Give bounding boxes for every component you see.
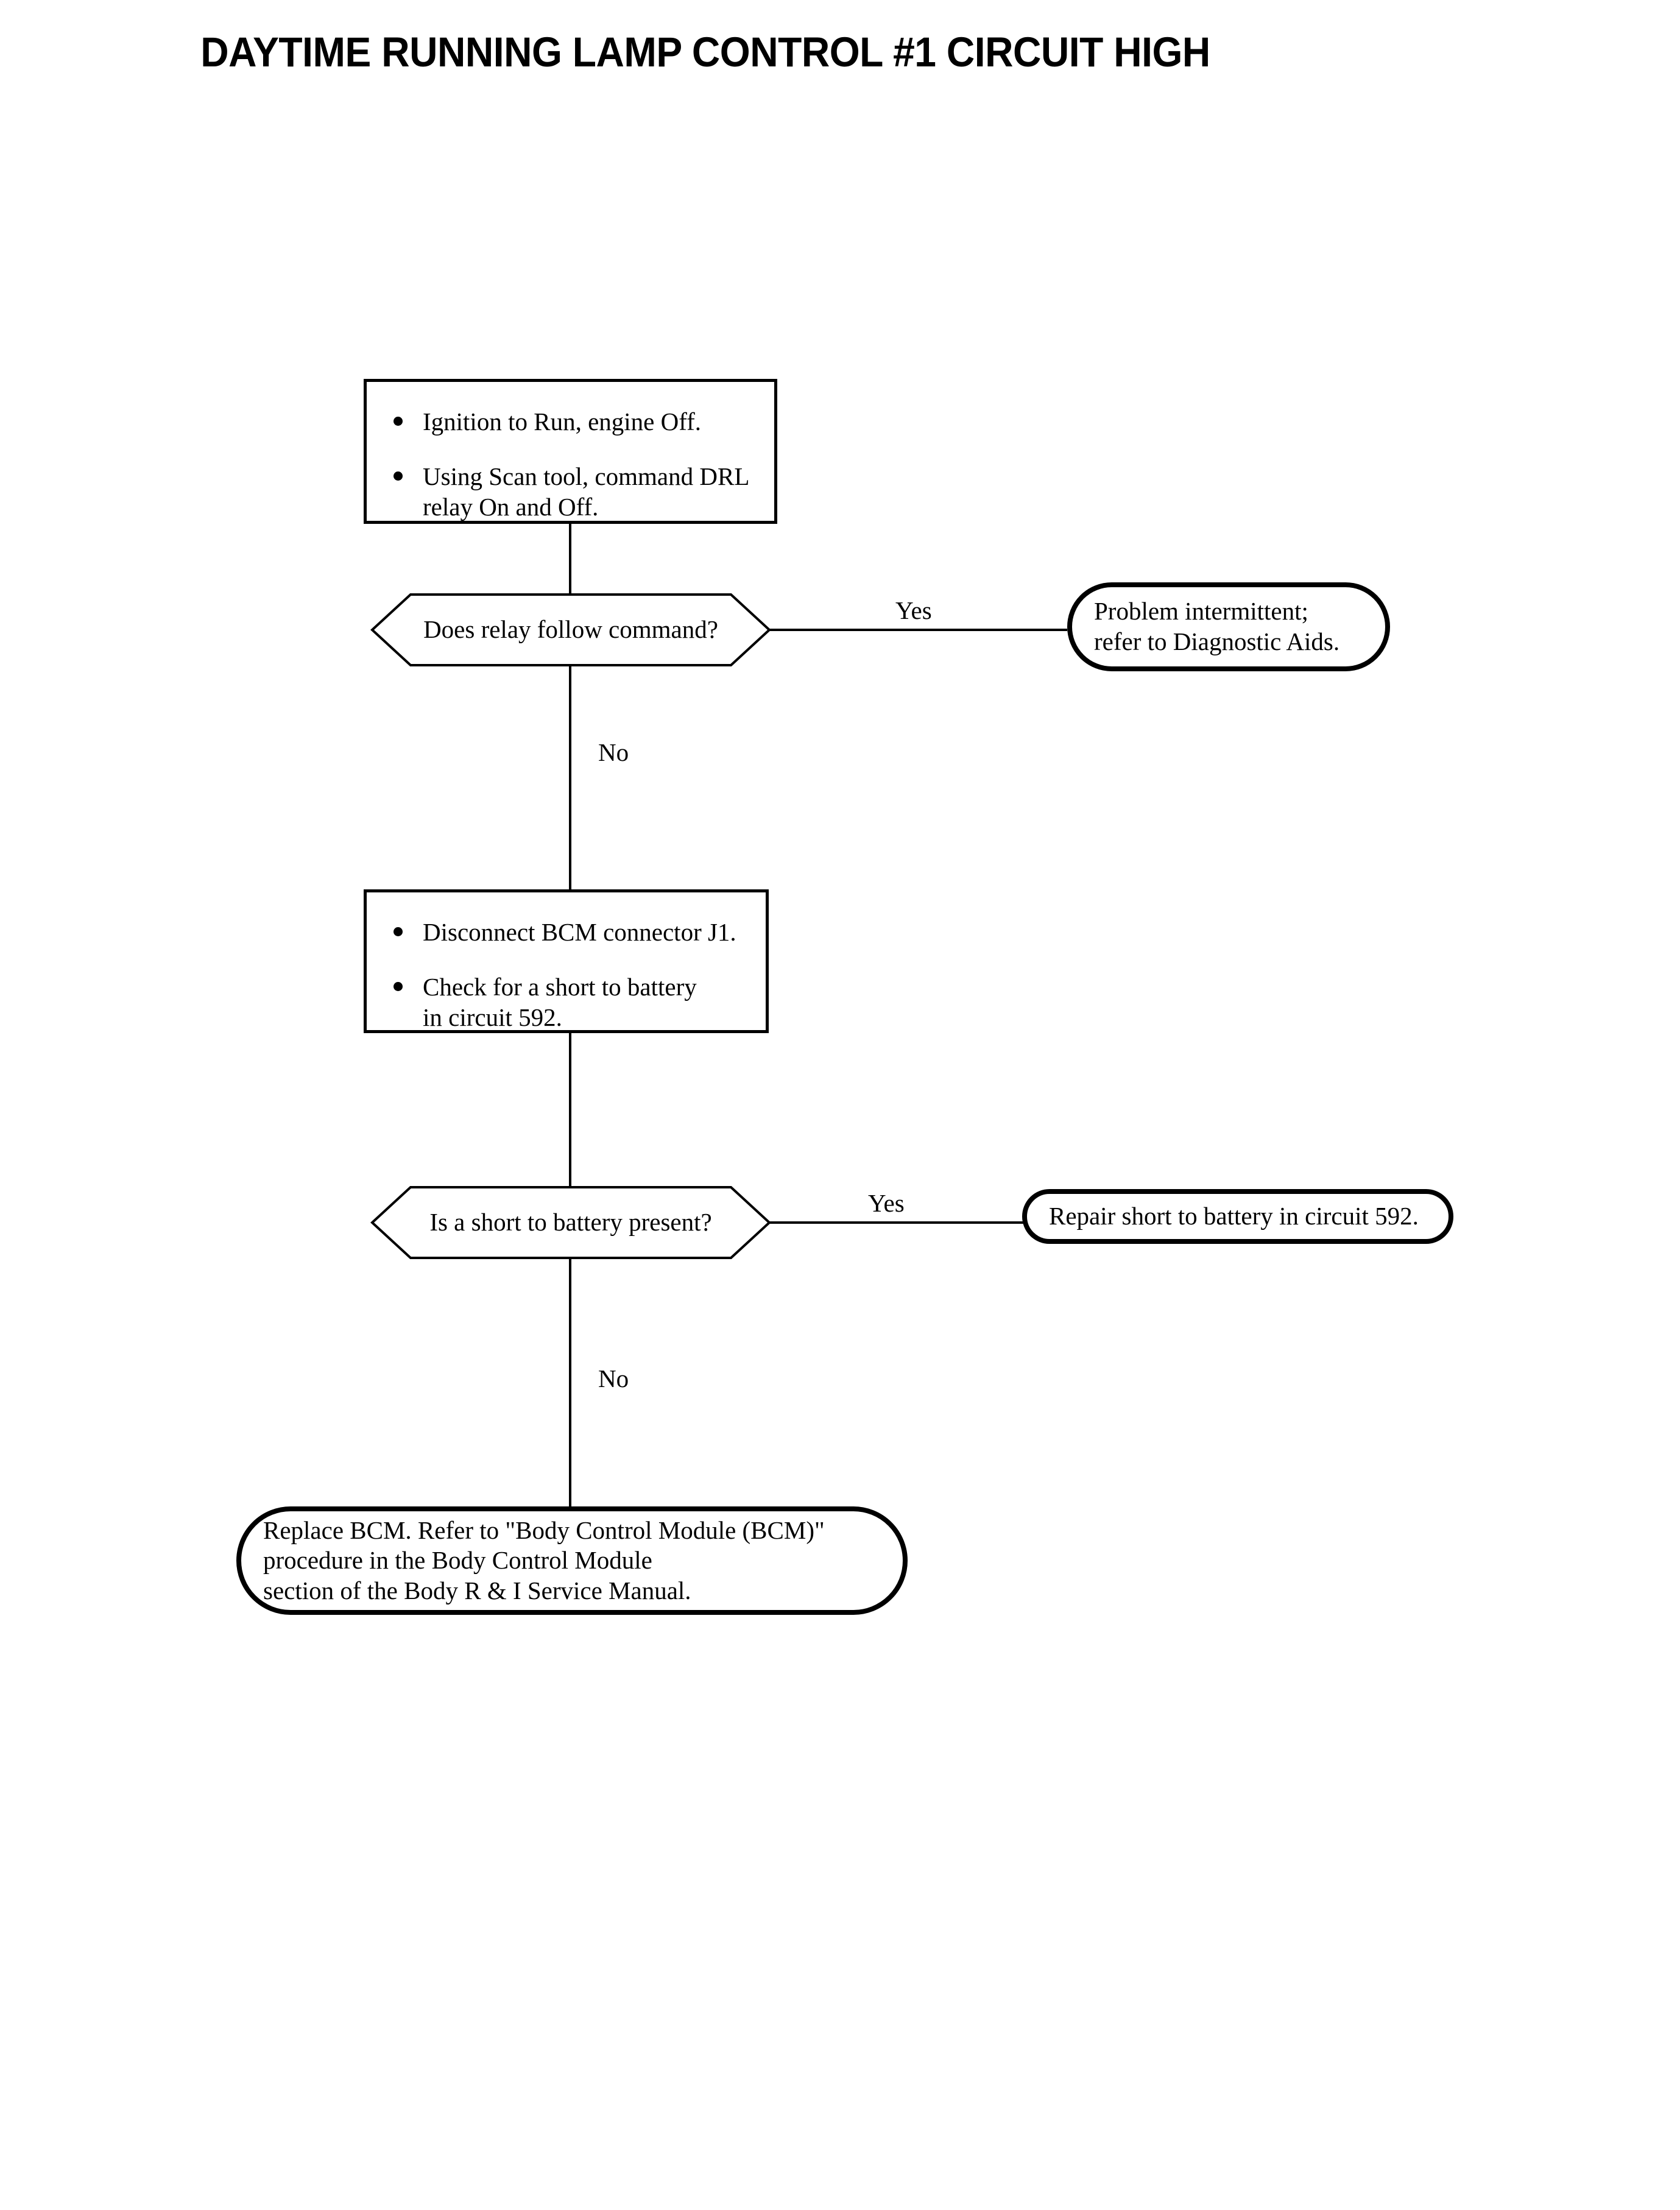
branch-label-decision1-yes: Yes [895, 596, 932, 624]
branch-label-decision2-no: No [598, 1364, 629, 1393]
branch-label-decision2-yes: Yes [868, 1189, 905, 1217]
list-item: Check for a short to battery in circuit … [378, 972, 755, 1033]
connector-step2-to-decision2 [569, 1033, 571, 1188]
bullet-dot-icon [394, 927, 403, 936]
connector-decision1-yes [770, 629, 1067, 631]
step2-bullet-1: Disconnect BCM connector J1. [423, 918, 736, 946]
decision1-label: Does relay follow command? [423, 615, 718, 644]
terminal-node-repair-short-to-battery: Repair short to battery in circuit 592. [1022, 1189, 1453, 1244]
step1-bullet-2: Using Scan tool, command DRL relay On an… [423, 462, 750, 521]
step1-bullet-1: Ignition to Run, engine Off. [423, 408, 702, 436]
terminal-node-replace-bcm: Replace BCM. Refer to "Body Control Modu… [236, 1506, 908, 1615]
terminal2-label: Repair short to battery in circuit 592. [1049, 1202, 1419, 1230]
step2-bullet-list: Disconnect BCM connector J1. Check for a… [378, 917, 755, 1033]
branch-label-decision1-no: No [598, 738, 629, 766]
connector-decision2-no [569, 1259, 571, 1509]
decision2-label: Is a short to battery present? [429, 1208, 712, 1237]
hexagon-shape-icon [370, 593, 771, 666]
page-title: DAYTIME RUNNING LAMP CONTROL #1 CIRCUIT … [200, 29, 1210, 76]
terminal-node-problem-intermittent: Problem intermittent; refer to Diagnosti… [1067, 582, 1390, 671]
bullet-dot-icon [394, 471, 403, 481]
decision-node-does-relay-follow-command: Does relay follow command? [370, 593, 771, 667]
step2-bullet-2: Check for a short to battery in circuit … [423, 973, 697, 1032]
hexagon-shape-icon [370, 1186, 771, 1259]
process-node-step2: Disconnect BCM connector J1. Check for a… [364, 889, 769, 1033]
connector-decision1-no [569, 666, 571, 890]
process-node-step1: Ignition to Run, engine Off. Using Scan … [364, 379, 777, 524]
connector-step1-to-decision1 [569, 523, 571, 611]
list-item: Ignition to Run, engine Off. [378, 406, 763, 437]
bullet-dot-icon [394, 417, 403, 426]
terminal1-label: Problem intermittent; refer to Diagnosti… [1094, 597, 1340, 655]
connector-decision2-yes [770, 1221, 1025, 1224]
list-item: Using Scan tool, command DRL relay On an… [378, 461, 763, 522]
bullet-dot-icon [394, 982, 403, 992]
list-item: Disconnect BCM connector J1. [378, 917, 755, 947]
decision-node-is-a-short-to-battery-present: Is a short to battery present? [370, 1185, 771, 1260]
step1-bullet-list: Ignition to Run, engine Off. Using Scan … [378, 406, 763, 522]
terminal3-label: Replace BCM. Refer to "Body Control Modu… [263, 1516, 825, 1605]
